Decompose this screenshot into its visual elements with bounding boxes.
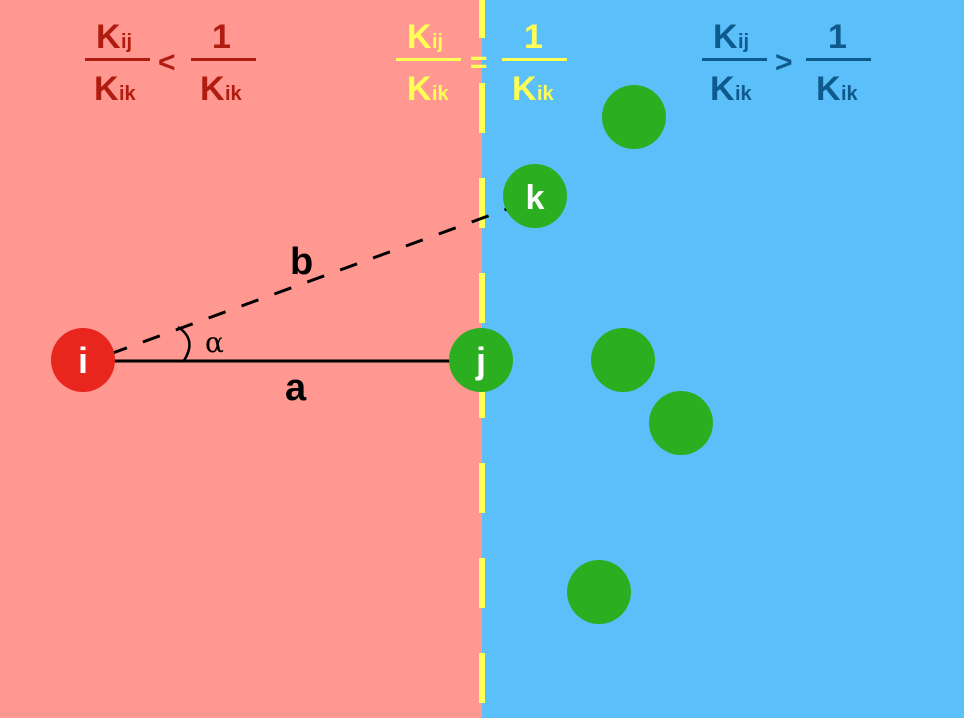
right-formula: K ij K ik > 1 K ik — [702, 18, 871, 108]
fraction-bar — [85, 58, 150, 61]
den-main: K — [407, 70, 432, 108]
edge-b-label: b — [290, 241, 313, 283]
den-main: K — [94, 70, 119, 108]
node — [591, 328, 655, 392]
operator: > — [775, 46, 793, 79]
node-j-label: j — [475, 340, 486, 381]
fraction-bar — [502, 58, 567, 61]
operator: < — [158, 46, 176, 79]
boundary-formula: K ij K ik = 1 K ik — [396, 18, 567, 108]
den-sub: ik — [119, 83, 137, 105]
node-i-label: i — [78, 340, 88, 381]
num-main: K — [96, 18, 121, 56]
num-sub: ij — [738, 31, 749, 53]
node-k — [503, 164, 567, 228]
rhs-den-main: K — [200, 70, 225, 108]
rhs-num: 1 — [212, 18, 231, 56]
angle-label: α — [205, 326, 224, 359]
num-main: K — [713, 18, 738, 56]
fraction-bar — [806, 58, 871, 61]
left-formula: K ij K ik < 1 K ik — [85, 18, 256, 108]
angle-arc — [177, 325, 191, 363]
num-sub: ij — [432, 31, 443, 53]
operator: = — [470, 46, 488, 79]
edge-a-label: a — [285, 367, 307, 409]
fraction-bar — [191, 58, 256, 61]
rhs-den-sub: ik — [841, 83, 859, 105]
node — [602, 85, 666, 149]
fraction-bar — [396, 58, 461, 61]
edge-b — [109, 206, 511, 356]
rhs-den-sub: ik — [537, 83, 555, 105]
den-sub: ik — [735, 83, 753, 105]
fraction-bar — [702, 58, 767, 61]
node — [567, 560, 631, 624]
rhs-den-sub: ik — [225, 83, 243, 105]
right-region — [482, 0, 964, 718]
rhs-den-main: K — [512, 70, 537, 108]
num-main: K — [407, 18, 432, 56]
rhs-num: 1 — [524, 18, 543, 56]
node-i — [51, 328, 115, 392]
rhs-num: 1 — [828, 18, 847, 56]
den-sub: ik — [432, 83, 450, 105]
node-k-label: k — [526, 179, 545, 217]
den-main: K — [710, 70, 735, 108]
rhs-den-main: K — [816, 70, 841, 108]
num-sub: ij — [121, 31, 132, 53]
node-j — [449, 328, 513, 392]
node — [649, 391, 713, 455]
